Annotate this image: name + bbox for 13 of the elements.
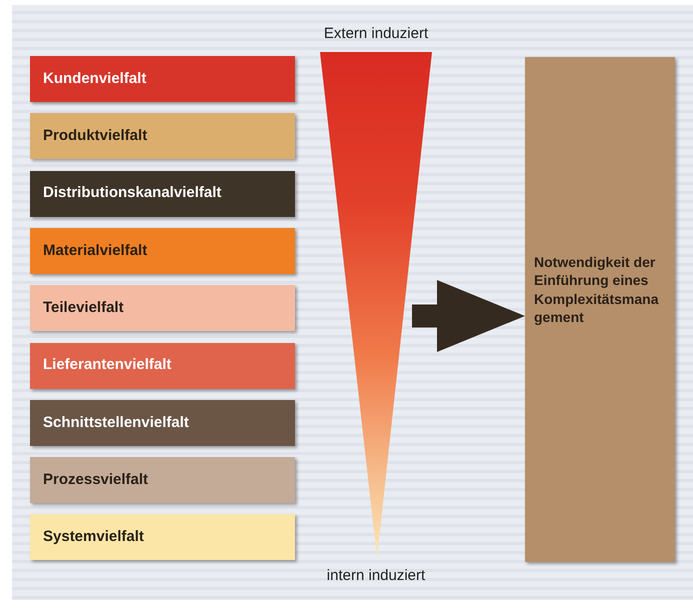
axis-label: intern induziert: [326, 568, 426, 583]
category-bar: Kundenvielfalt: [30, 56, 295, 102]
category-bar: Teilevielfalt: [30, 285, 295, 332]
block-arrow: [412, 280, 525, 352]
category-bar: Systemvielfalt: [30, 514, 295, 560]
category-bar: Prozessvielfalt: [30, 457, 295, 504]
category-bar: Produktvielfalt: [30, 113, 295, 160]
category-bar: Materialvielfalt: [30, 228, 295, 274]
category-bar: Schnittstellenvielfalt: [30, 400, 295, 446]
axis-label: Extern induziert: [324, 26, 428, 41]
category-bar: Distributionskanalvielfalt: [30, 170, 295, 217]
category-bar: Lieferantenvielfalt: [30, 342, 295, 388]
result-box: Notwendigkeit der Einführung eines Komplexitätsmanagement: [525, 57, 675, 562]
